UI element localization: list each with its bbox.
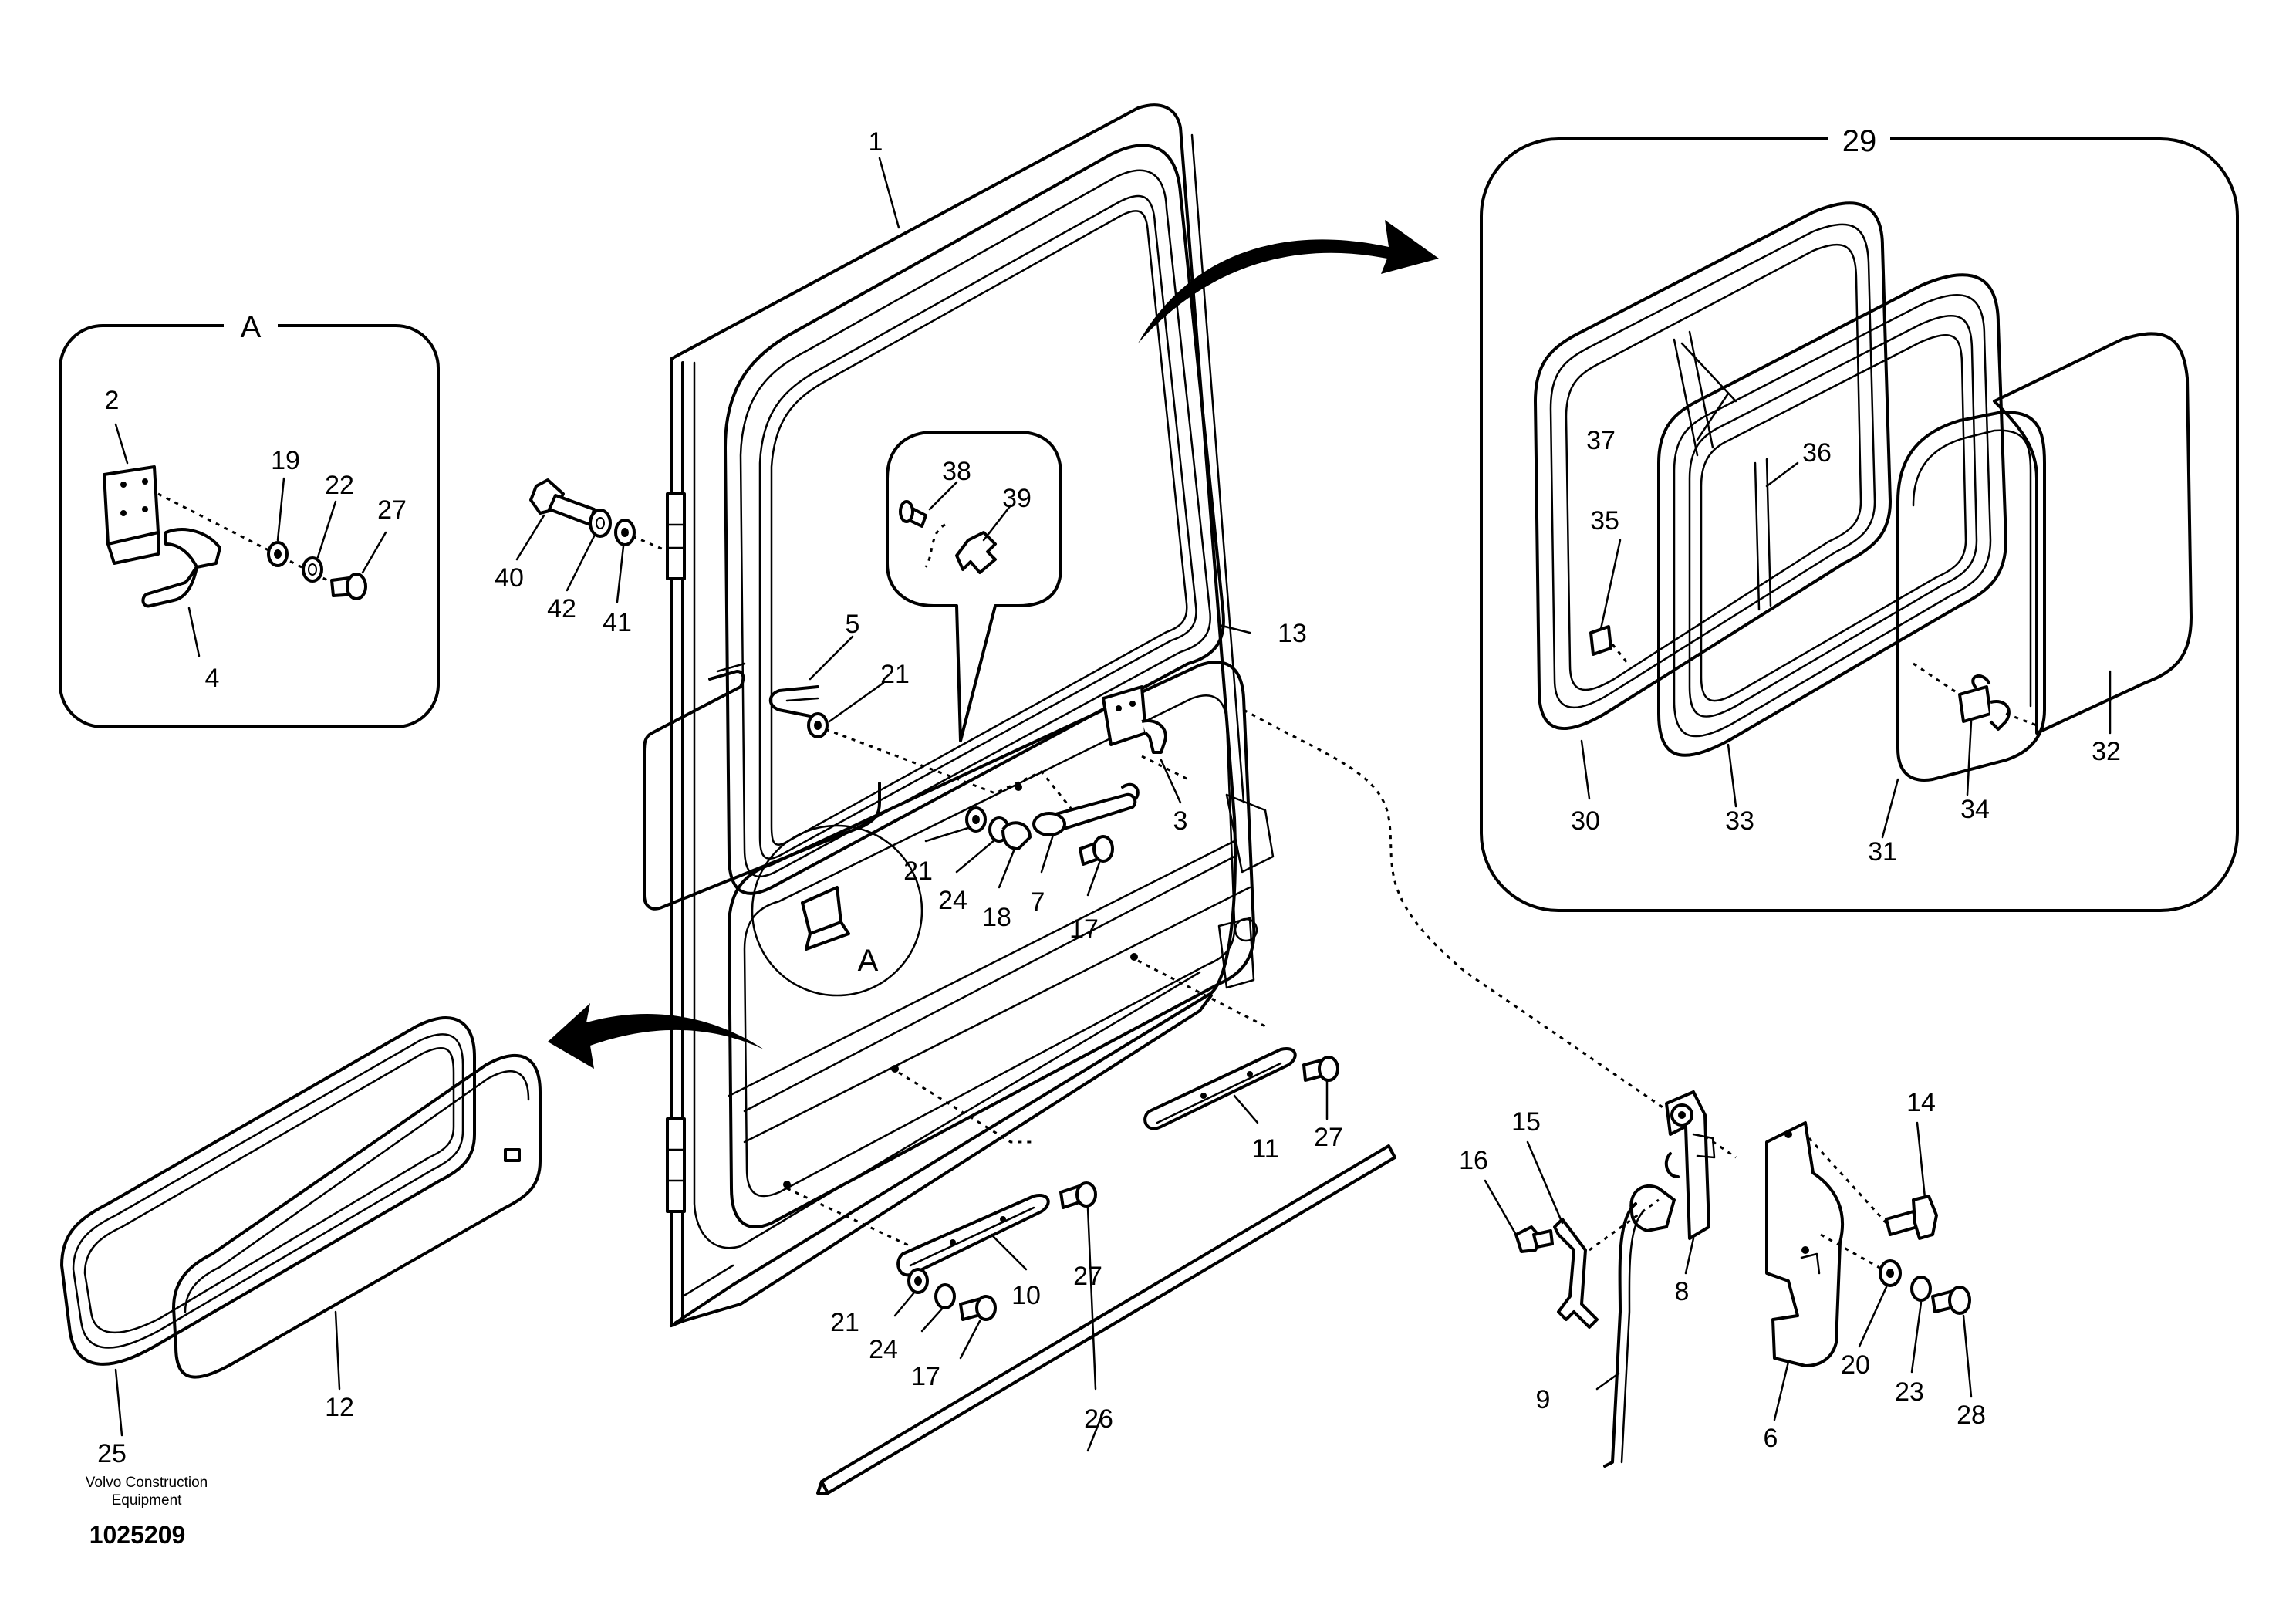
label-40: 40 [495, 563, 524, 593]
label-17b: 17 [911, 1362, 940, 1391]
label-23: 23 [1895, 1377, 1924, 1407]
label-18: 18 [982, 903, 1011, 932]
slide-rails: 10 11 26 27 27 21 24 17 [816, 1047, 1396, 1495]
label-27a: 27 [377, 495, 407, 525]
label-21b: 21 [903, 857, 933, 886]
door-frame [670, 103, 1237, 1327]
upper-window [724, 144, 1225, 895]
label-30: 30 [1571, 806, 1600, 836]
label-21c: 21 [830, 1308, 859, 1337]
arrow-to-window [548, 1003, 764, 1069]
label-5: 5 [846, 610, 860, 639]
detail-a-title: A [241, 310, 262, 344]
label-7: 7 [1031, 887, 1045, 917]
label-38: 38 [942, 457, 971, 486]
label-36: 36 [1802, 438, 1832, 468]
detail-29-panel: 29 37 36 35 [1480, 123, 2239, 912]
label-35: 35 [1590, 506, 1619, 536]
label-28: 28 [1957, 1401, 1986, 1430]
label-6: 6 [1764, 1424, 1778, 1453]
upper-hinge [666, 492, 686, 580]
door-assembly: A [643, 103, 1737, 1327]
label-24a: 24 [938, 886, 967, 915]
brand-line-2: Equipment [112, 1492, 183, 1509]
label-34: 34 [1960, 795, 1990, 824]
label-21a: 21 [880, 660, 910, 689]
label-4: 4 [205, 664, 220, 693]
label-37: 37 [1586, 426, 1616, 455]
label-14: 14 [1906, 1088, 1936, 1117]
label-10: 10 [1011, 1281, 1041, 1310]
label-32: 32 [2092, 737, 2121, 766]
label-3: 3 [1173, 806, 1188, 836]
label-31: 31 [1868, 837, 1897, 867]
lock-assembly: 15 16 8 9 6 14 20 23 28 [1459, 1088, 1986, 1468]
label-24b: 24 [869, 1335, 898, 1364]
grab-rail [643, 670, 881, 911]
document-number: 1025209 [89, 1521, 186, 1549]
label-12: 12 [325, 1393, 354, 1422]
footer-branding: Volvo Construction Equipment 1025209 [86, 1475, 208, 1549]
label-27b: 27 [1073, 1262, 1102, 1291]
detail-a-panel: A 2 19 22 27 4 [59, 309, 440, 728]
label-33: 33 [1725, 806, 1754, 836]
label-26: 26 [1084, 1404, 1113, 1434]
label-16: 16 [1459, 1146, 1488, 1175]
label-15: 15 [1511, 1107, 1541, 1137]
lower-panel [728, 661, 1256, 1228]
fastener-callout: 38 39 [886, 431, 1062, 742]
label-8: 8 [1675, 1277, 1690, 1306]
lower-window-assembly: 25 12 [60, 1016, 542, 1468]
label-13: 13 [1278, 619, 1307, 648]
bracket-part [103, 465, 160, 546]
label-19: 19 [271, 446, 300, 475]
label-39: 39 [1002, 484, 1032, 513]
arrow-to-detail-29 [1138, 220, 1439, 343]
label-22: 22 [325, 471, 354, 500]
callout-a-circle [751, 824, 923, 997]
label-41: 41 [603, 608, 632, 637]
label-1: 1 [869, 127, 883, 157]
label-9: 9 [1536, 1385, 1551, 1414]
door-labels: 1 13 5 21 3 21 24 18 7 17 [809, 127, 1307, 944]
brand-line-1: Volvo Construction [86, 1475, 208, 1491]
label-17a: 17 [1069, 914, 1099, 944]
label-11: 11 [1251, 1134, 1278, 1164]
hinge-fasteners: 40 42 41 [495, 478, 664, 637]
label-2: 2 [105, 386, 120, 415]
label-20: 20 [1841, 1350, 1870, 1380]
callout-a-label: A [858, 944, 879, 978]
label-42: 42 [547, 594, 576, 623]
label-25: 25 [97, 1439, 127, 1468]
lower-hinge [666, 1117, 686, 1213]
label-27c: 27 [1314, 1123, 1343, 1152]
handle-part [141, 566, 198, 608]
detail-29-title: 29 [1842, 124, 1877, 158]
